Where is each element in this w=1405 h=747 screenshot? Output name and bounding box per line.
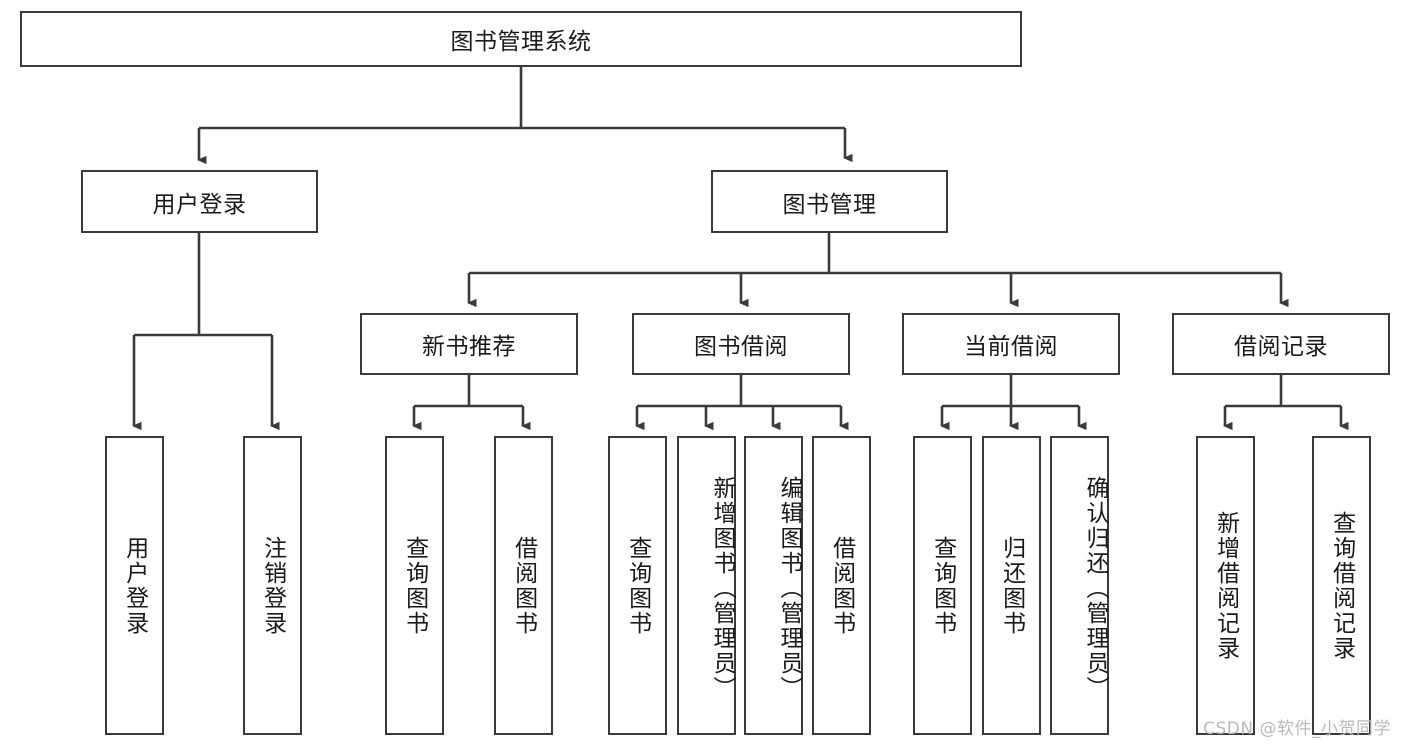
- node-label: 借阅记录: [1234, 334, 1328, 360]
- node-label: 图书管理系统: [450, 29, 592, 55]
- node-label: 归还图书: [998, 535, 1025, 636]
- node-label: 查询借阅记录: [1328, 510, 1355, 661]
- node-label: 借阅图书: [828, 535, 855, 636]
- node-label: 图书管理: [782, 191, 877, 218]
- node-label: 图书借阅: [694, 334, 788, 360]
- node-label: 用户登录: [121, 535, 148, 636]
- node-label: 新增借阅记录: [1212, 510, 1239, 661]
- node-label: 确认归还（管理员）: [1082, 476, 1108, 701]
- node-book-management[interactable]: 图书管理: [711, 170, 948, 233]
- node-leaf-edit-book-admin[interactable]: 编辑图书（管理员）: [744, 436, 803, 735]
- node-book-borrow[interactable]: 图书借阅: [632, 313, 850, 375]
- node-leaf-return-book[interactable]: 归还图书: [982, 436, 1041, 735]
- node-new-book-recommend[interactable]: 新书推荐: [360, 313, 578, 375]
- node-leaf-query-book-borrow[interactable]: 查询图书: [608, 436, 667, 735]
- node-leaf-borrow-book-borrow[interactable]: 借阅图书: [812, 436, 871, 735]
- node-leaf-user-login[interactable]: 用户登录: [105, 436, 164, 735]
- node-leaf-query-book-recommend[interactable]: 查询图书: [385, 436, 444, 735]
- node-leaf-query-book-current[interactable]: 查询图书: [913, 436, 972, 735]
- node-label: 查询图书: [929, 535, 956, 636]
- node-leaf-add-book-admin[interactable]: 新增图书（管理员）: [677, 436, 736, 735]
- node-label: 当前借阅: [964, 334, 1058, 360]
- node-leaf-query-borrow-record[interactable]: 查询借阅记录: [1312, 436, 1371, 735]
- node-user-login[interactable]: 用户登录: [81, 170, 318, 233]
- node-label: 新书推荐: [422, 334, 516, 360]
- node-leaf-confirm-return-admin[interactable]: 确认归还（管理员）: [1050, 436, 1109, 735]
- node-label: 借阅图书: [510, 535, 537, 636]
- node-label: 新增图书（管理员）: [709, 476, 735, 701]
- node-current-borrow[interactable]: 当前借阅: [902, 313, 1120, 375]
- node-root-book-management-system[interactable]: 图书管理系统: [20, 11, 1022, 67]
- node-label: 编辑图书（管理员）: [776, 476, 802, 701]
- node-label: 注销登录: [259, 535, 286, 636]
- node-label: 用户登录: [152, 191, 247, 218]
- node-leaf-logout-login[interactable]: 注销登录: [243, 436, 302, 735]
- node-label: 查询图书: [624, 535, 651, 636]
- node-label: 查询图书: [401, 535, 428, 636]
- node-borrow-record[interactable]: 借阅记录: [1172, 313, 1390, 375]
- csdn-watermark: CSDN @软件_小贺同学: [1203, 719, 1391, 739]
- node-leaf-add-borrow-record[interactable]: 新增借阅记录: [1196, 436, 1255, 735]
- node-leaf-borrow-book-recommend[interactable]: 借阅图书: [494, 436, 553, 735]
